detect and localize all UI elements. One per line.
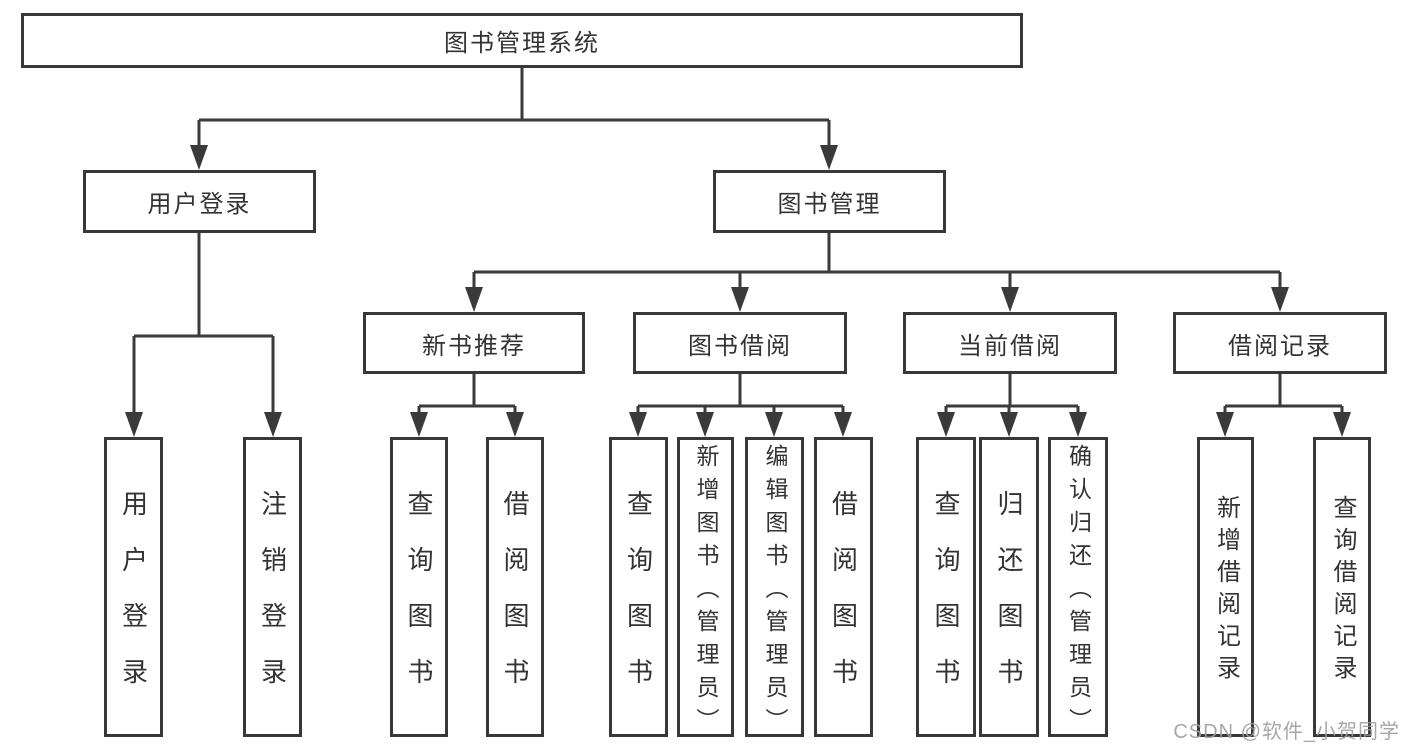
leaf-query-books-borrowing: 查询图书 — [609, 437, 668, 737]
leaf-label: 注销登录 — [257, 490, 288, 714]
leaf-label: 查询图书 — [931, 490, 961, 714]
watermark: CSDN @软件_小贺同学 — [1173, 721, 1400, 743]
leaf-user-login: 用户登录 — [104, 437, 163, 737]
leaf-label: 新增图书（管理员） — [693, 443, 719, 741]
leaf-return-books: 归还图书 — [979, 437, 1039, 737]
leaf-label: 新增借阅记录 — [1212, 495, 1240, 687]
node-label: 当前借阅 — [958, 332, 1062, 360]
leaf-query-borrow-record: 查询借阅记录 — [1313, 437, 1371, 737]
node-book-management: 图书管理 — [713, 170, 946, 233]
node-library-management-system: 图书管理系统 — [21, 13, 1023, 68]
node-label: 用户登录 — [147, 191, 252, 218]
node-label: 新书推荐 — [422, 332, 526, 360]
node-book-borrowing: 图书借阅 — [633, 312, 847, 374]
leaf-query-books-recommend: 查询图书 — [390, 437, 448, 737]
node-borrowing-records: 借阅记录 — [1173, 312, 1387, 374]
leaf-label: 查询借阅记录 — [1329, 495, 1356, 687]
leaf-label: 归还图书 — [994, 490, 1024, 714]
node-user-login: 用户登录 — [83, 170, 316, 233]
node-current-borrowing: 当前借阅 — [903, 312, 1117, 374]
leaf-add-book-admin: 新增图书（管理员） — [677, 437, 734, 741]
leaf-borrow-books-recommend: 借阅图书 — [486, 437, 544, 737]
node-new-book-recommendation: 新书推荐 — [363, 312, 585, 374]
leaf-logout: 注销登录 — [243, 437, 302, 737]
leaf-confirm-return-admin: 确认归还（管理员） — [1048, 437, 1108, 741]
leaf-label: 借阅图书 — [828, 490, 859, 714]
leaf-label: 借阅图书 — [500, 490, 530, 714]
leaf-borrow-books-borrowing: 借阅图书 — [814, 437, 873, 737]
leaf-label: 查询图书 — [404, 490, 434, 714]
leaf-label: 编辑图书（管理员） — [762, 443, 788, 741]
leaf-query-books-current: 查询图书 — [916, 437, 976, 737]
leaf-label: 确认归还（管理员） — [1065, 443, 1092, 741]
node-label: 借阅记录 — [1228, 332, 1332, 360]
node-label: 图书管理系统 — [444, 30, 600, 57]
leaf-add-borrow-record: 新增借阅记录 — [1197, 437, 1254, 737]
node-label: 图书借阅 — [688, 332, 792, 360]
leaf-label: 查询图书 — [623, 490, 654, 714]
leaf-label: 用户登录 — [118, 490, 149, 714]
leaf-edit-book-admin: 编辑图书（管理员） — [745, 437, 804, 741]
node-label: 图书管理 — [777, 191, 882, 218]
